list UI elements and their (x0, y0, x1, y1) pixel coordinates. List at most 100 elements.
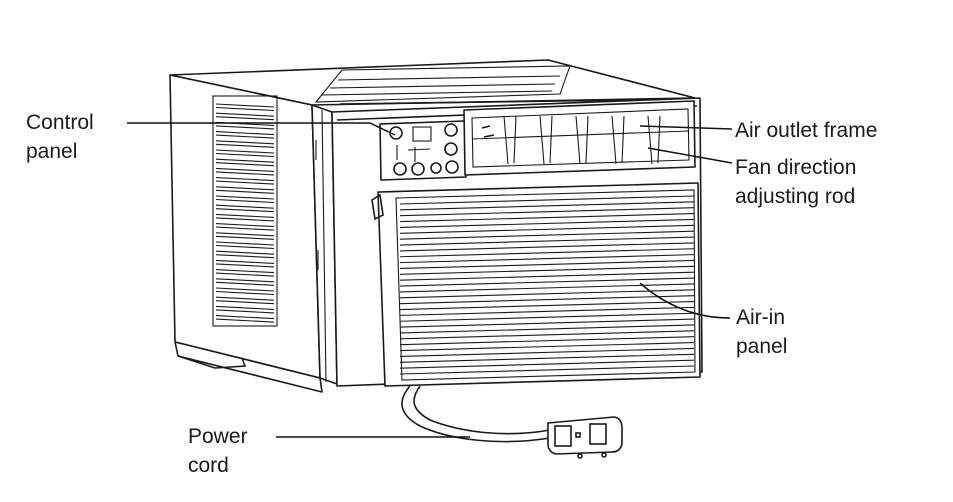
decorative-line (399, 330, 695, 340)
decorative-line (399, 324, 695, 334)
label-control-panel-line1: Control (26, 111, 94, 134)
decorative-line (215, 269, 275, 274)
decorative-line (215, 208, 275, 213)
decorative-line (215, 290, 275, 296)
power-cord-illustration (401, 385, 623, 459)
decorative-line (215, 223, 275, 228)
decorative-line (215, 213, 275, 218)
decorative-line (399, 248, 695, 258)
decorative-line (215, 158, 275, 163)
decorative-line (215, 287, 275, 292)
decorative-line (215, 177, 275, 182)
decorative-line (399, 218, 695, 228)
decorative-line (399, 295, 695, 305)
decorative-line (215, 278, 275, 283)
decorative-line (215, 149, 275, 154)
decorative-line (399, 242, 695, 252)
decorative-line (399, 195, 695, 205)
decorative-line (215, 296, 275, 301)
decorative-line (399, 224, 695, 234)
decorative-line (215, 106, 275, 112)
decorative-line (399, 300, 695, 311)
decorative-line (399, 306, 695, 316)
decorative-line (399, 347, 695, 357)
decorative-line (215, 226, 275, 231)
decorative-line (611, 115, 617, 165)
air-in-panel-illustration (371, 182, 701, 387)
air-outlet-frame-illustration (463, 100, 696, 176)
decorative-line (215, 309, 275, 314)
decorative-line (399, 230, 695, 240)
decorative-line (215, 263, 275, 268)
label-fan-direction-rod-line1: Fan direction (735, 156, 857, 179)
label-power-cord-line2: cord (188, 454, 229, 477)
decorative-line (215, 171, 275, 176)
label-power-cord: Power cord (188, 422, 248, 480)
decorative-line (399, 277, 695, 287)
decorative-line (399, 213, 695, 223)
decorative-line (215, 254, 275, 259)
decorative-line (215, 318, 275, 323)
label-fan-direction-rod: Fan direction adjusting rod (735, 153, 856, 211)
decorative-line (215, 116, 275, 121)
decorative-line (399, 318, 695, 328)
decorative-line (215, 189, 275, 194)
decorative-line (399, 312, 695, 322)
label-air-outlet-frame: Air outlet frame (735, 116, 877, 145)
decorative-line (399, 207, 695, 217)
control-panel-illustration (379, 120, 467, 181)
label-air-in-panel-line2: panel (736, 335, 788, 358)
decorative-line (399, 342, 695, 352)
decorative-line (549, 115, 553, 164)
decorative-line (399, 336, 695, 346)
decorative-line (215, 140, 275, 145)
leader-fan-direction-rod (647, 147, 733, 164)
unit-base (174, 341, 323, 393)
label-air-in-panel-line1: Air-in (736, 306, 786, 329)
decorative-line (399, 236, 695, 246)
decorative-line (621, 115, 625, 164)
label-fan-direction-rod-line2: adjusting rod (735, 185, 856, 208)
label-air-outlet-frame-line1: Air outlet frame (735, 119, 878, 142)
decorative-line (399, 265, 695, 275)
decorative-line (471, 130, 690, 140)
label-air-in-panel: Air-in panel (736, 303, 787, 361)
decorative-line (215, 281, 275, 286)
decorative-line (215, 250, 275, 255)
decorative-line (215, 167, 275, 172)
decorative-line (399, 353, 695, 363)
decorative-line (215, 180, 275, 185)
decorative-line (513, 115, 517, 164)
label-power-cord-line1: Power (188, 425, 248, 448)
leader-air-outlet-frame (639, 125, 733, 130)
leader-control-panel (127, 122, 396, 136)
decorative-line (215, 241, 275, 246)
decorative-line (215, 131, 275, 136)
decorative-line (215, 125, 275, 130)
decorative-line (657, 115, 661, 164)
decorative-line (215, 235, 275, 240)
decorative-line (215, 259, 275, 264)
decorative-line (399, 254, 695, 264)
decorative-line (215, 134, 275, 139)
decorative-line (215, 315, 275, 320)
decorative-line (215, 186, 275, 191)
side-louvers (212, 95, 278, 327)
decorative-line (399, 283, 695, 293)
label-control-panel: Control panel (26, 108, 94, 166)
decorative-line (215, 217, 275, 222)
decorative-line (215, 152, 275, 158)
unit-left-side (169, 74, 321, 379)
decorative-line (215, 232, 275, 237)
decorative-line (215, 204, 275, 209)
decorative-line (539, 115, 545, 165)
decorative-line (215, 244, 275, 250)
decorative-line (215, 112, 275, 117)
decorative-line (647, 115, 653, 165)
decorative-line (399, 365, 695, 375)
decorative-line (399, 259, 695, 270)
decorative-line (585, 115, 589, 164)
decorative-line (215, 162, 275, 167)
